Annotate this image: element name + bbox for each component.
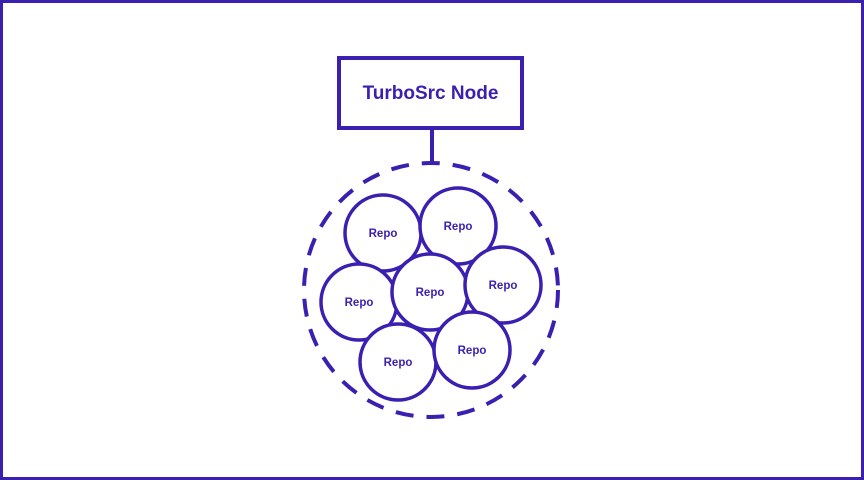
repo-circle-label: Repo xyxy=(369,228,398,240)
repo-circle-label: Repo xyxy=(345,297,374,309)
repo-circle-label: Repo xyxy=(458,345,487,357)
turbosrc-node-box-label: TurboSrc Node xyxy=(363,83,499,104)
repo-circle-label: Repo xyxy=(384,357,413,369)
repo-circle-label: Repo xyxy=(489,280,518,292)
repo-circle[interactable] xyxy=(432,310,512,390)
turbosrc-node-box[interactable] xyxy=(337,56,524,130)
repo-circle[interactable] xyxy=(463,245,543,325)
repo-circle-label: Repo xyxy=(444,221,473,233)
repo-circle-label: Repo xyxy=(416,287,445,299)
